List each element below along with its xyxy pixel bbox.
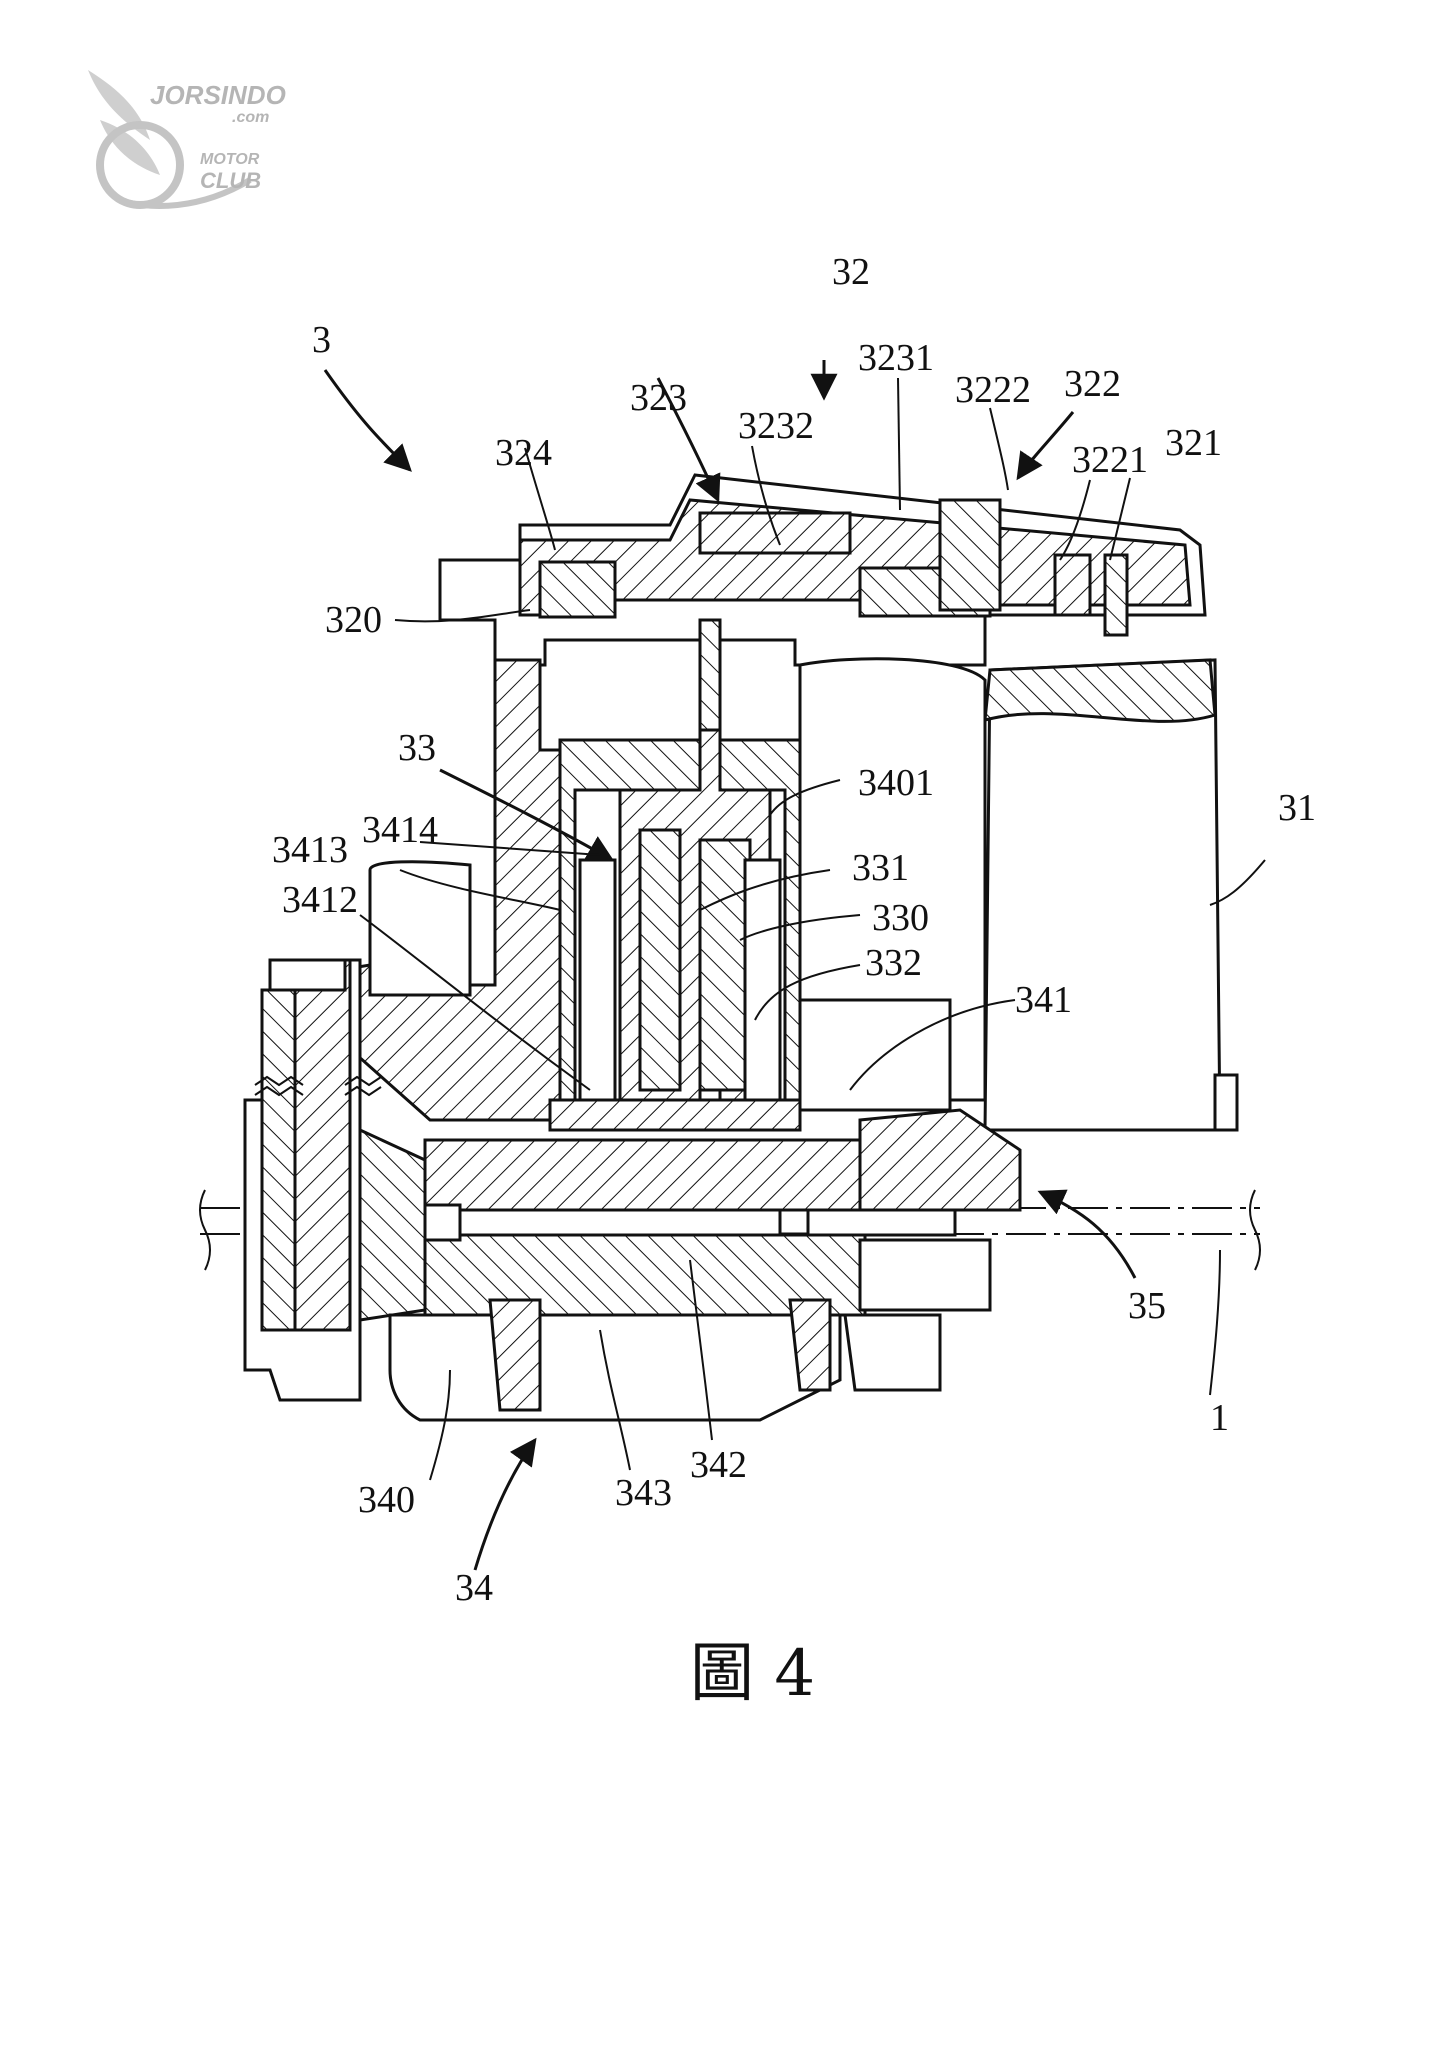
label-3232: 3232 [738, 405, 814, 447]
label-33: 33 [398, 727, 436, 769]
label-35: 35 [1128, 1285, 1166, 1327]
jorsindo-watermark-logo: JORSINDO .com MOTOR CLUB [88, 70, 286, 209]
reference-labels: 3 32 323 3231 3232 3222 322 3221 321 324… [272, 251, 1316, 1609]
watermark-domain: .com [232, 109, 269, 126]
label-320: 320 [325, 599, 382, 641]
label-31: 31 [1278, 787, 1316, 829]
label-3412: 3412 [282, 879, 358, 921]
label-34: 34 [455, 1567, 493, 1609]
label-341: 341 [1015, 979, 1072, 1021]
label-331: 331 [852, 847, 909, 889]
label-3231: 3231 [858, 337, 934, 379]
label-1: 1 [1210, 1397, 1229, 1439]
label-340: 340 [358, 1479, 415, 1521]
label-32: 32 [832, 251, 870, 293]
figure-caption: 圖 4 [690, 1637, 815, 1711]
motor-body [798, 657, 1239, 1132]
label-332: 332 [865, 942, 922, 984]
label-3222: 3222 [955, 369, 1031, 411]
label-324: 324 [495, 432, 552, 474]
label-330: 330 [872, 897, 929, 939]
label-322: 322 [1064, 363, 1121, 405]
label-3413: 3413 [272, 829, 348, 871]
gear-housing [438, 473, 1207, 667]
label-3221: 3221 [1072, 439, 1148, 481]
label-342: 342 [690, 1444, 747, 1486]
label-343: 343 [615, 1472, 672, 1514]
left-end-cap [243, 958, 427, 1402]
label-3414: 3414 [362, 809, 438, 851]
watermark-line2: CLUB [200, 168, 261, 193]
label-3401: 3401 [858, 762, 934, 804]
lower-pad-area [388, 1298, 942, 1422]
caliper-body [338, 618, 952, 1132]
label-3: 3 [312, 319, 331, 361]
label-321: 321 [1165, 422, 1222, 464]
watermark-line1: MOTOR [200, 151, 260, 168]
spring [254, 1075, 382, 1097]
shaft-assembly [418, 1108, 1022, 1317]
leader-lines [323, 360, 1266, 1571]
watermark-brand: JORSINDO [150, 80, 286, 110]
label-323: 323 [630, 377, 687, 419]
